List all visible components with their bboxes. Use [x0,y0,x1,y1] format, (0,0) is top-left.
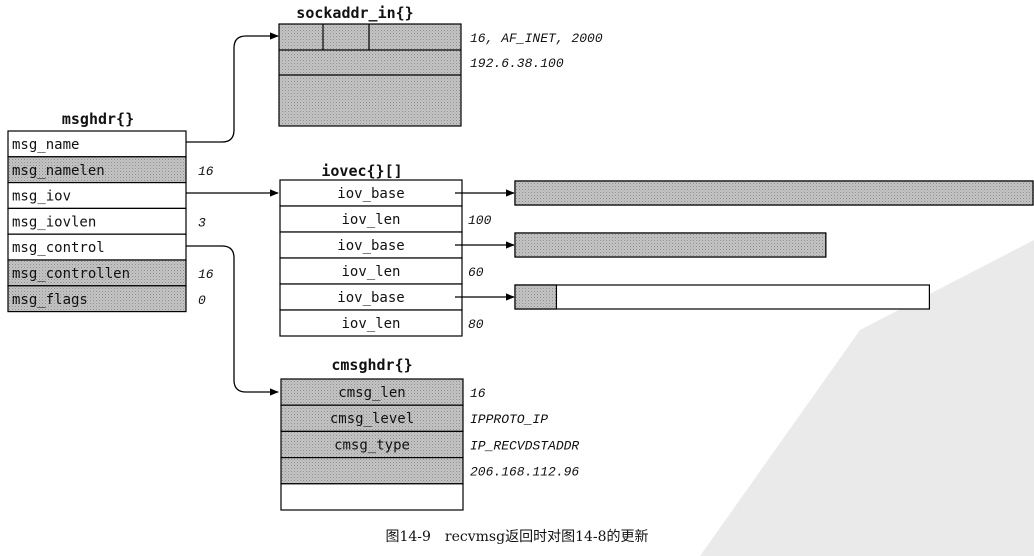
msghdr-field-name: msg_flags [12,292,88,308]
msghdr-field-name: msg_namelen [12,163,105,179]
iovec-field-value: 80 [468,317,484,332]
iovec-row [279,257,463,285]
msghdr-field-value: 16 [198,267,214,282]
iovec-title: iovec{}[] [321,162,402,180]
msghdr-row [7,285,187,313]
msghdr-struct: msghdr{} msg_name msg_namelen 16 msg_iovmsg… [7,110,214,313]
cmsghdr-field-value: IPPROTO_IP [470,412,548,427]
figure-caption: 图14-9 recvmsg返回时对图14-8的更新 [385,529,648,545]
sockaddr-value-1: 192.6.38.100 [470,56,564,71]
msghdr-field-name: msg_iov [12,189,71,205]
buffer-filled [514,284,558,310]
cmsghdr-row [280,430,464,459]
cmsghdr-row [280,483,464,511]
cmsghdr-field-value: 16 [470,386,486,401]
msghdr-field-name: msg_controllen [12,266,130,282]
iovec-field-value: 100 [468,213,492,228]
cmsghdr-field-value: IP_RECVDSTADDR [470,438,579,453]
iovec-row [279,179,463,207]
sockaddr-in-title: sockaddr_in{} [296,4,413,22]
iovec-array: iovec{}[] iov_base iov_len 100 iov_base iov_… [279,162,492,337]
iovec-field-name: iov_len [341,212,400,228]
iovec-field-name: iov_base [337,238,404,254]
cmsghdr-row [280,457,464,485]
iovec-row [279,205,463,233]
watermark [700,240,1034,556]
msghdr-field-name: msg_control [12,240,105,256]
buffer-outline [514,284,930,310]
iov-buffers [455,180,1034,310]
cmsghdr-row [280,404,464,433]
sockaddr-in-struct: sockaddr_in{} 16, AF_INET, 2000 192.6.38… [278,4,603,127]
cmsghdr-struct: cmsghdr{} cmsg_len 16 cmsg_level IPPROTO_IP… [280,356,579,511]
msghdr-row [7,259,187,287]
cmsghdr-field-name: cmsg_type [334,437,410,453]
iovec-field-name: iov_len [341,316,400,332]
msg-control-arrow [186,245,279,396]
cmsghdr-field-name: cmsg_len [338,385,405,401]
cmsghdr-field-name: cmsg_level [330,411,414,427]
msghdr-row [7,207,187,235]
iovec-row [279,309,463,337]
msghdr-field-value: 3 [198,215,206,230]
iovec-field-name: iov_len [341,264,400,280]
iovec-field-value: 60 [468,265,484,280]
msghdr-field-value: 0 [198,293,206,308]
sockaddr-value-0: 16, AF_INET, 2000 [470,31,603,46]
cmsghdr-title: cmsghdr{} [331,356,412,374]
msghdr-title: msghdr{} [62,110,134,128]
iovec-field-name: iov_base [337,186,404,202]
msghdr-row [7,182,187,210]
cmsghdr-field-value: 206.168.112.96 [470,465,579,480]
msghdr-field-name: msg_name [12,137,79,153]
msg-name-arrow [186,32,279,143]
msghdr-field-name: msg_iovlen [12,214,96,230]
buffer-filled [514,180,1034,206]
buffer-filled [514,232,827,258]
iovec-row [279,283,463,311]
msghdr-row [7,233,187,261]
cmsghdr-row [280,378,464,406]
msghdr-field-value: 16 [198,164,214,179]
connectors [186,32,279,396]
iovec-field-name: iov_base [337,290,404,306]
